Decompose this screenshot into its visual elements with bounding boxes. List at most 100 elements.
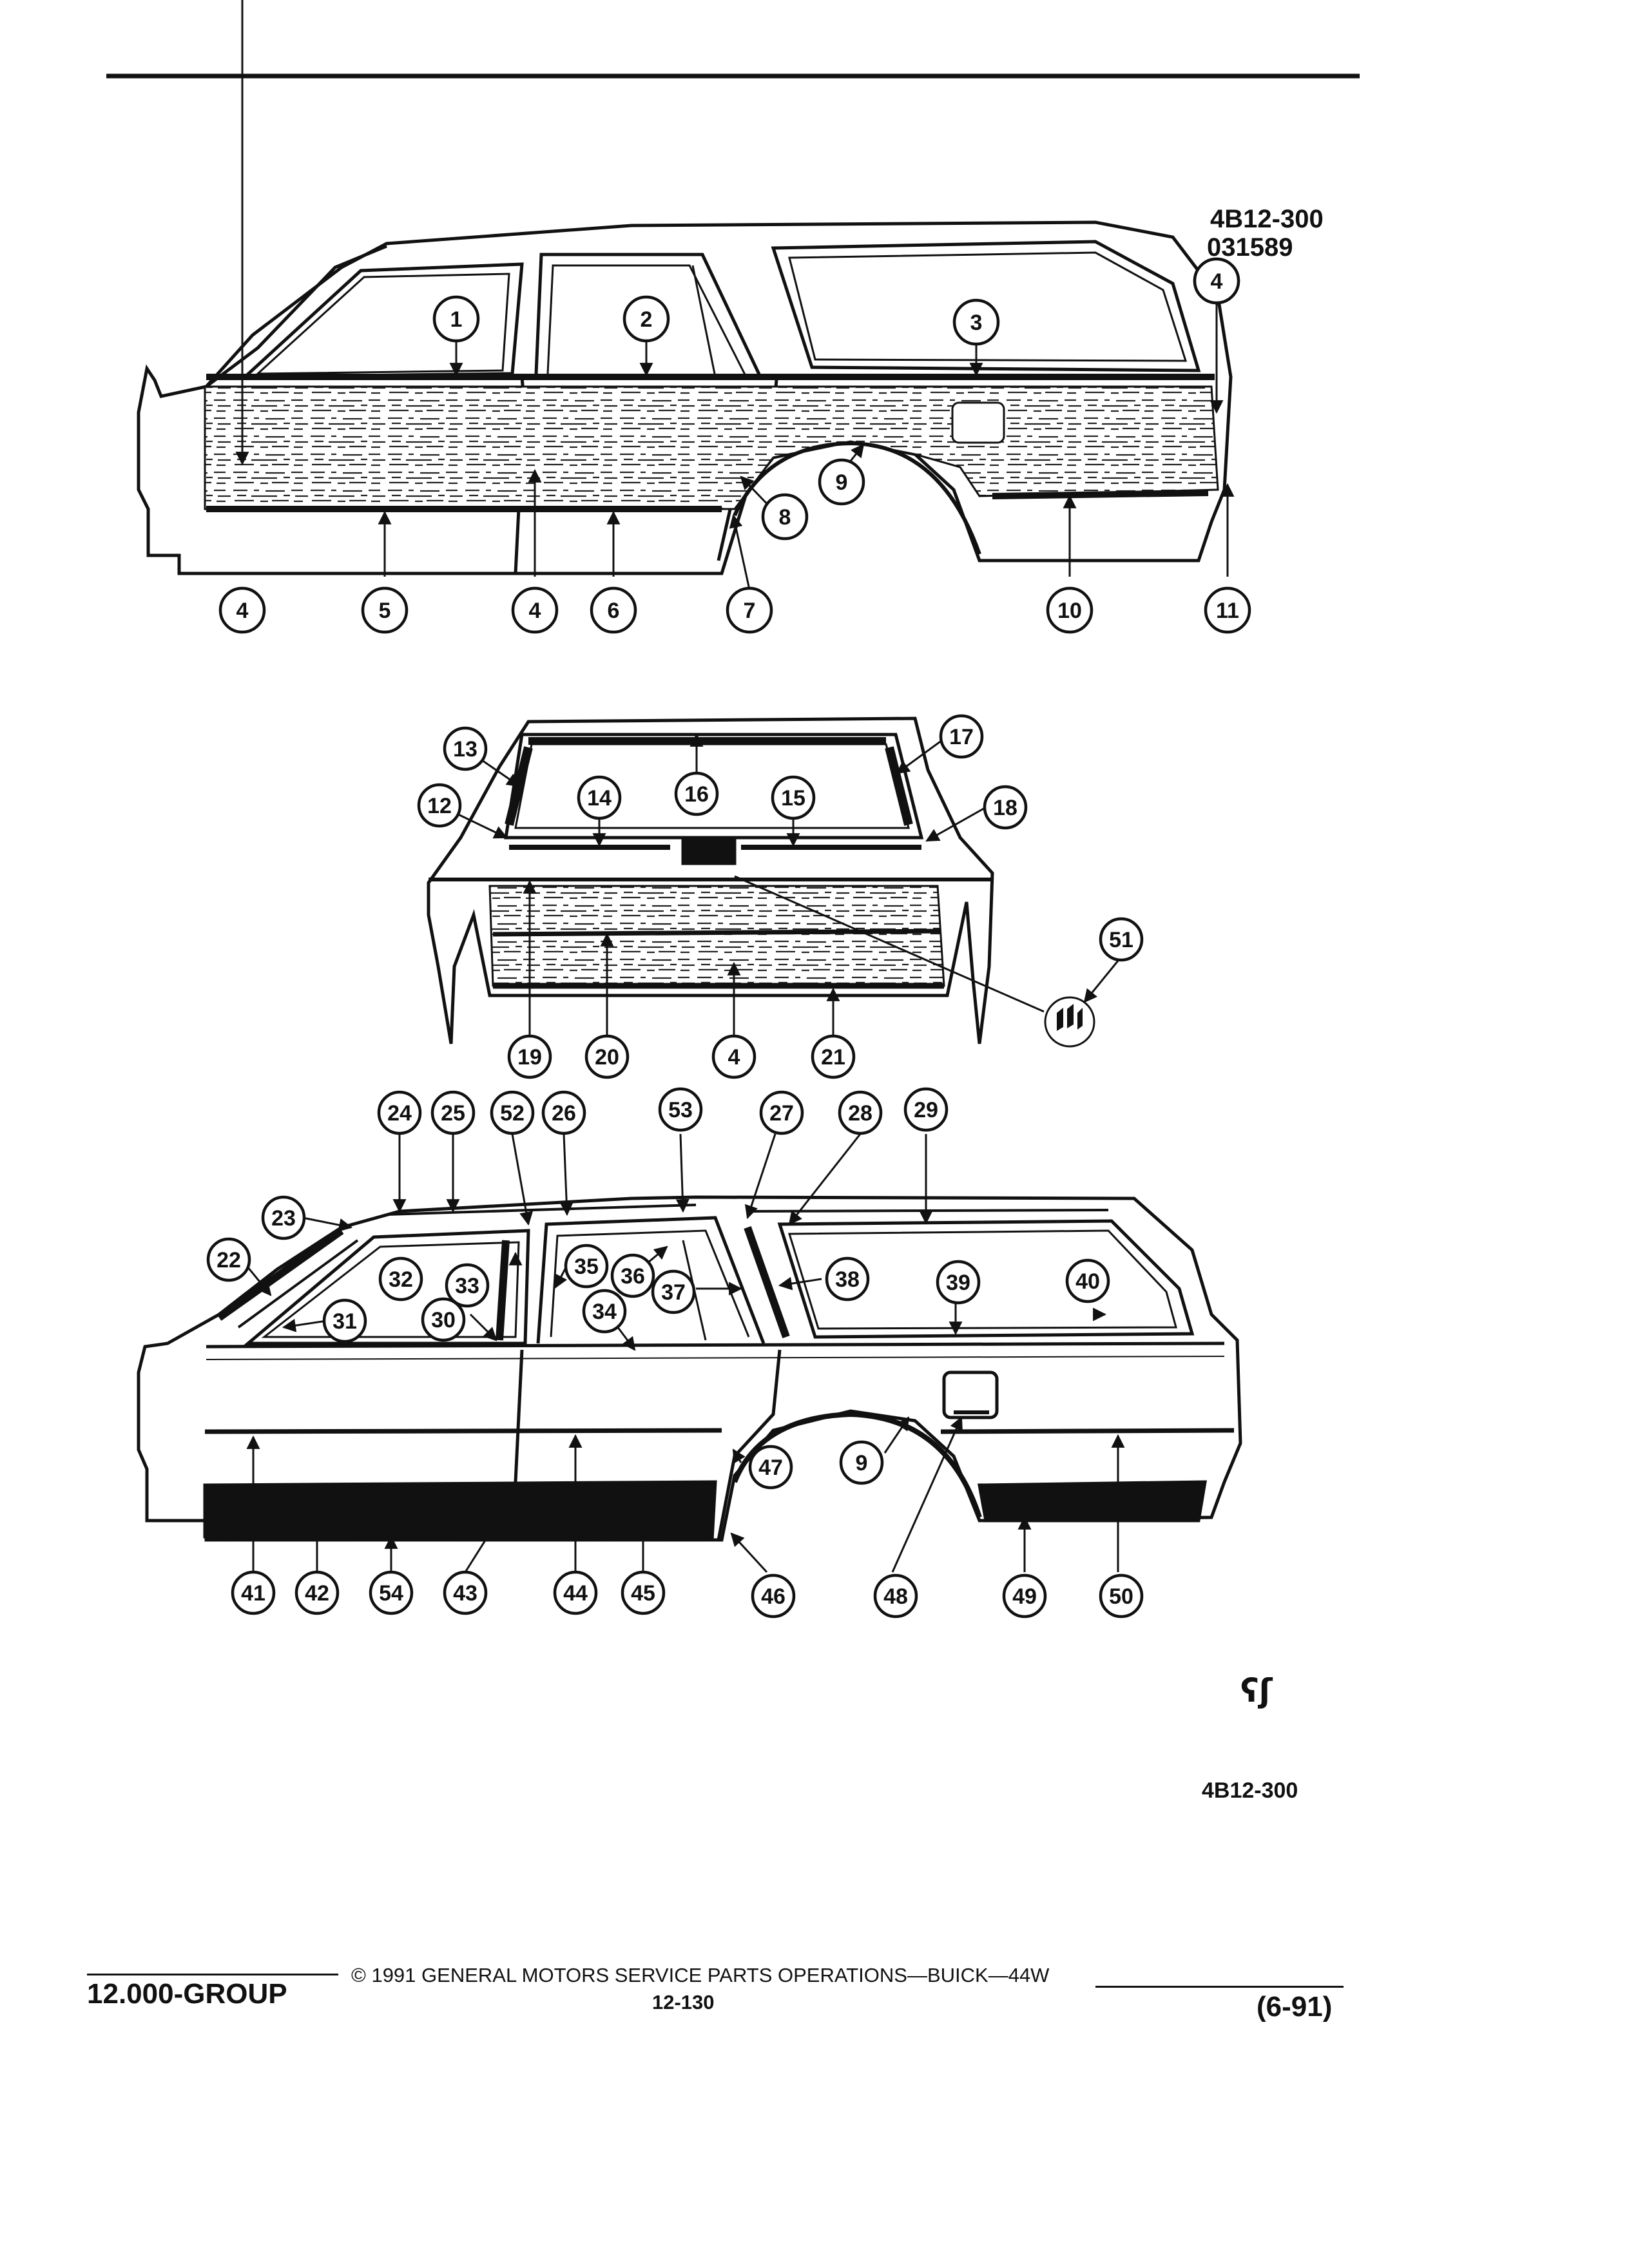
callout-31: 31 xyxy=(322,1298,367,1343)
callout-28: 28 xyxy=(838,1090,883,1135)
callout-number: 33 xyxy=(455,1274,479,1298)
callout-number: 2 xyxy=(641,307,653,332)
callout-number: 12 xyxy=(427,794,452,818)
callout-number: 7 xyxy=(744,599,756,623)
callout-number: 54 xyxy=(379,1581,403,1606)
callout-number: 28 xyxy=(848,1101,872,1126)
callout-number: 10 xyxy=(1057,599,1082,623)
callout-number: 46 xyxy=(761,1584,786,1609)
callout-37: 37 xyxy=(651,1269,696,1314)
callout-number: 36 xyxy=(621,1264,645,1289)
callout-number: 47 xyxy=(758,1456,783,1480)
callout-15: 15 xyxy=(771,775,816,820)
callout-5: 5 xyxy=(361,586,409,634)
top-code-sub: 031589 xyxy=(1207,233,1293,262)
callout-number: 42 xyxy=(305,1581,329,1606)
callout-number: 35 xyxy=(574,1254,599,1279)
callout-number: 45 xyxy=(631,1581,655,1606)
callout-30: 30 xyxy=(421,1297,466,1342)
callout-26: 26 xyxy=(541,1090,586,1135)
buick-emblem-icon xyxy=(1044,996,1095,1048)
callout-number: 27 xyxy=(769,1101,794,1126)
callout-number: 31 xyxy=(333,1309,357,1334)
footer-date-code: (6-91) xyxy=(1257,1991,1333,2023)
callout-number: 23 xyxy=(271,1206,296,1231)
bottom-code: 4B12-300 xyxy=(1202,1778,1298,1803)
callout-number: 18 xyxy=(993,796,1017,820)
callout-33: 33 xyxy=(445,1263,490,1308)
callout-13: 13 xyxy=(443,726,488,771)
callout-9: 9 xyxy=(818,458,865,506)
callout-12: 12 xyxy=(417,783,462,828)
callout-49: 49 xyxy=(1002,1573,1047,1619)
callout-number: 15 xyxy=(781,786,805,811)
callout-39: 39 xyxy=(936,1260,981,1305)
callout-4: 4 xyxy=(511,586,559,634)
callout-number: 1 xyxy=(450,307,463,332)
callout-number: 41 xyxy=(241,1581,265,1606)
callout-number: 48 xyxy=(883,1584,908,1609)
callout-number: 19 xyxy=(517,1045,542,1070)
callout-27: 27 xyxy=(759,1090,804,1135)
callout-number: 37 xyxy=(661,1280,686,1305)
callout-8: 8 xyxy=(761,493,809,541)
callout-4: 4 xyxy=(711,1034,757,1079)
callout-34: 34 xyxy=(582,1289,627,1334)
callout-7: 7 xyxy=(726,586,773,634)
callout-36: 36 xyxy=(610,1253,655,1298)
callout-number: 4 xyxy=(236,599,249,623)
callout-25: 25 xyxy=(430,1090,476,1135)
callout-18: 18 xyxy=(983,785,1028,830)
callout-4: 4 xyxy=(1193,257,1240,305)
callout-number: 3 xyxy=(970,311,983,335)
rear-view xyxy=(427,716,1045,1044)
callout-21: 21 xyxy=(811,1034,856,1079)
callout-number: 4 xyxy=(529,599,541,623)
callout-number: 4 xyxy=(728,1045,740,1070)
callout-number: 32 xyxy=(389,1267,413,1292)
callout-41: 41 xyxy=(231,1570,276,1615)
callout-38: 38 xyxy=(825,1256,870,1302)
callout-number: 29 xyxy=(914,1098,938,1122)
callout-48: 48 xyxy=(873,1573,918,1619)
callout-number: 9 xyxy=(836,470,848,495)
callout-number: 16 xyxy=(684,782,709,807)
callout-11: 11 xyxy=(1204,586,1251,634)
callout-number: 50 xyxy=(1109,1584,1133,1609)
callout-1: 1 xyxy=(432,295,480,343)
callout-54: 54 xyxy=(369,1570,414,1615)
callout-44: 44 xyxy=(553,1570,598,1615)
callout-42: 42 xyxy=(294,1570,340,1615)
callout-2: 2 xyxy=(622,295,670,343)
callout-4: 4 xyxy=(218,586,266,634)
callout-number: 44 xyxy=(563,1581,588,1606)
callout-number: 38 xyxy=(835,1267,860,1292)
callout-number: 52 xyxy=(500,1101,525,1126)
callout-number: 6 xyxy=(608,599,620,623)
side-woodgrain-view xyxy=(137,220,1233,575)
footer-page-number: 12-130 xyxy=(652,1991,715,2013)
callout-number: 24 xyxy=(387,1101,412,1126)
callout-20: 20 xyxy=(584,1034,630,1079)
footer-rule-left xyxy=(87,1974,338,1975)
callout-number: 49 xyxy=(1012,1584,1037,1609)
footer-rule-right xyxy=(1095,1986,1344,1988)
callout-51: 51 xyxy=(1099,917,1144,962)
callout-3: 3 xyxy=(952,298,1000,346)
callout-number: 21 xyxy=(821,1045,845,1070)
callout-35: 35 xyxy=(564,1244,609,1289)
callout-number: 13 xyxy=(453,737,477,762)
callout-number: 5 xyxy=(379,599,391,623)
callout-number: 53 xyxy=(668,1098,693,1122)
callout-16: 16 xyxy=(674,771,719,816)
footer-copyright: © 1991 GENERAL MOTORS SERVICE PARTS OPER… xyxy=(351,1964,1050,1986)
callout-9: 9 xyxy=(839,1440,884,1485)
callout-24: 24 xyxy=(377,1090,422,1135)
callout-46: 46 xyxy=(751,1573,796,1619)
callout-number: 51 xyxy=(1109,928,1133,952)
callout-10: 10 xyxy=(1046,586,1094,634)
callout-45: 45 xyxy=(621,1570,666,1615)
